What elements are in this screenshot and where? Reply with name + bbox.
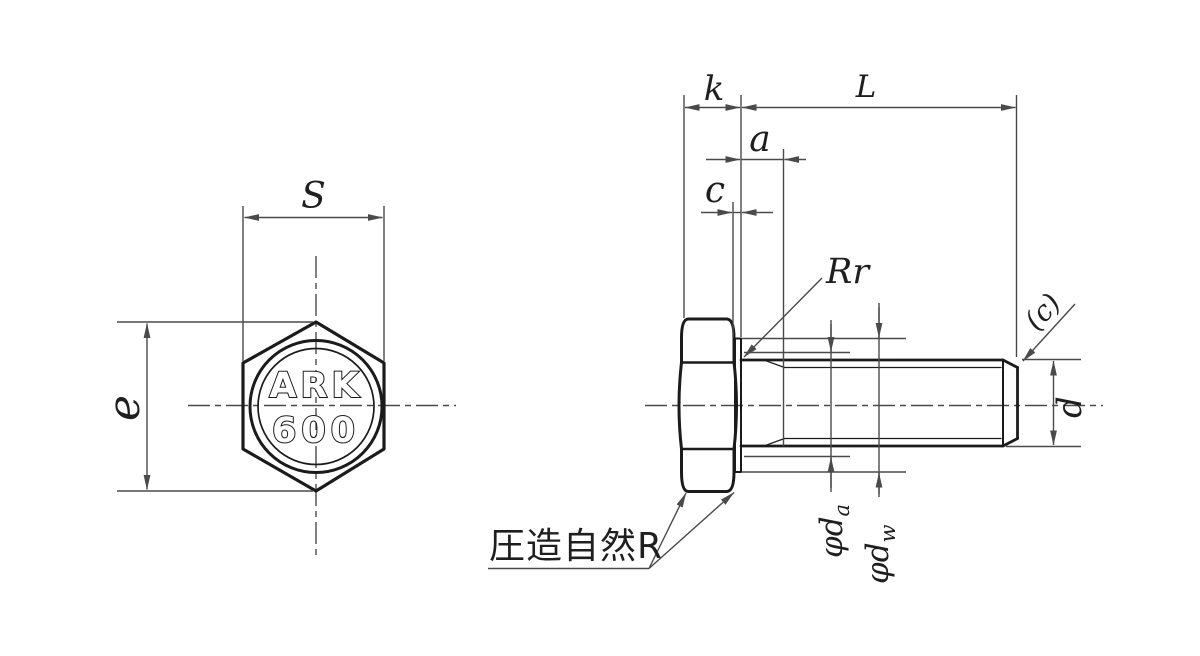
l-dimension-label: L [855,69,877,105]
dimension-dw: φdw [742,303,906,584]
dw-dimension-label: φdw [860,524,900,584]
dimension-c: c [701,170,773,338]
dimension-a: a [706,119,806,446]
fillet-radius-callout: Rr [743,252,871,358]
dimension-da: φda [744,320,854,558]
point-chamfer-bottom-edge [1001,437,1019,448]
side-view: k L a c [488,69,1090,584]
thread-runout-taper-top [765,360,786,369]
rr-leader-line [743,277,823,358]
dimension-l: L [741,69,1018,357]
s-dimension-label: S [301,176,326,217]
chamfer-label: (c) [1018,287,1068,337]
c-dimension-label: c [705,170,725,211]
note-leader-line-right [648,491,735,570]
dimension-d: d [1006,358,1090,448]
rr-label: Rr [825,252,871,292]
head-chamfer-circle [248,339,384,474]
chamfer-leader-line [1022,303,1076,362]
head-marking-line2: 600 [272,411,360,451]
dimension-s: S [242,176,385,361]
a-dimension-label: a [749,119,770,160]
hex-head-outline [241,320,386,493]
forging-note-callout: 圧造自然R [488,491,735,570]
head-boss-circle [257,347,375,466]
e-dimension-label: e [99,395,150,421]
note-leader-line-left [648,492,687,569]
da-dimension-label: φda [814,504,854,558]
point-chamfer-callout: (c) [1018,287,1076,362]
d-dimension-label: d [1050,396,1090,418]
front-view: ARK 600 S e [99,176,386,493]
head-marking-line1: ARK [269,366,362,406]
forging-note-label: 圧造自然R [489,526,663,567]
point-chamfer-top-edge [1001,358,1019,369]
centerlines [188,256,1103,556]
k-dimension-label: k [704,69,725,109]
thread-runout-taper-bottom [765,437,786,446]
dimension-e: e [99,321,313,492]
washer-face [734,337,742,473]
dimension-k: k [683,69,742,337]
